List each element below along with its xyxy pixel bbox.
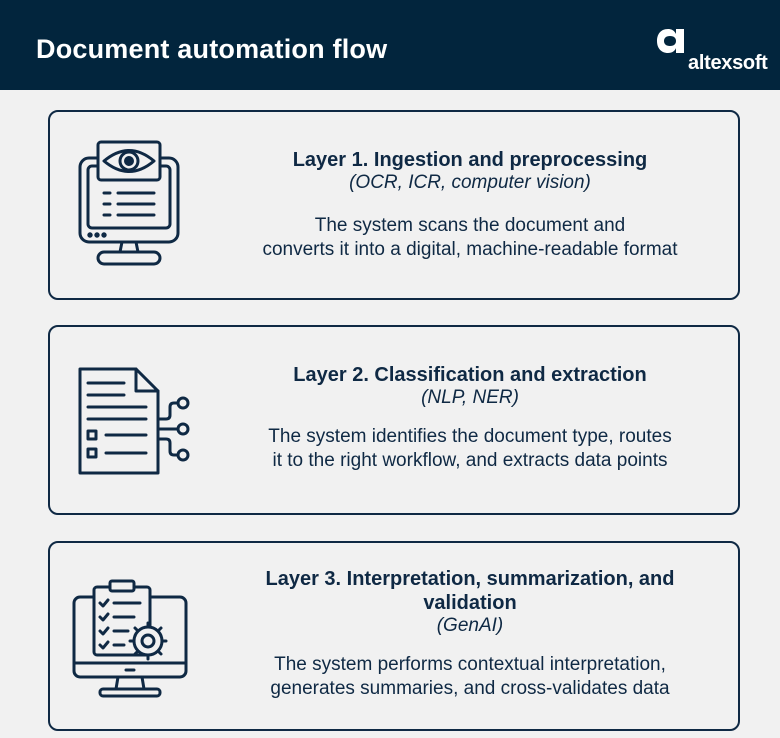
layer-1-tech: (OCR, ICR, computer vision) [349, 172, 591, 193]
layer-1-title: Layer 1. Ingestion and preprocessing [292, 149, 648, 171]
altexsoft-logo-icon [657, 29, 684, 53]
layer-2-title: Layer 2. Classification and extraction [293, 364, 647, 386]
layer-2-description-line-2: it to the right workflow, and extracts d… [272, 450, 668, 471]
document-routing-icon [78, 367, 190, 475]
layer-3-tech: (GenAI) [436, 615, 504, 636]
monitor-eye-scan-icon [78, 140, 180, 266]
layer-3-title-line-2: validation [423, 592, 517, 614]
page-title: Document automation flow [36, 34, 388, 64]
layer-2-tech: (NLP, NER) [421, 387, 519, 408]
layer-2-description-line-1: The system identifies the document type,… [268, 426, 672, 447]
header-bar: Document automation flow altexsoft [0, 0, 780, 90]
layer-3-title-line-1: Layer 3. Interpretation, summarization, … [265, 568, 675, 590]
layer-1-description-line-2: converts it into a digital, machine-read… [262, 239, 678, 260]
layer-2-card: Layer 2. Classification and extraction (… [48, 325, 740, 515]
layer-1-card: Layer 1. Ingestion and preprocessing (OC… [48, 110, 740, 300]
brand-name: altexsoft [688, 52, 768, 74]
monitor-checklist-gear-icon [72, 579, 188, 698]
layer-3-description-line-2: generates summaries, and cross-validates… [270, 678, 670, 699]
layer-3-description-line-1: The system performs contextual interpret… [274, 654, 666, 675]
layer-1-description-line-1: The system scans the document and [314, 215, 626, 236]
layer-3-card: Layer 3. Interpretation, summarization, … [48, 541, 740, 731]
